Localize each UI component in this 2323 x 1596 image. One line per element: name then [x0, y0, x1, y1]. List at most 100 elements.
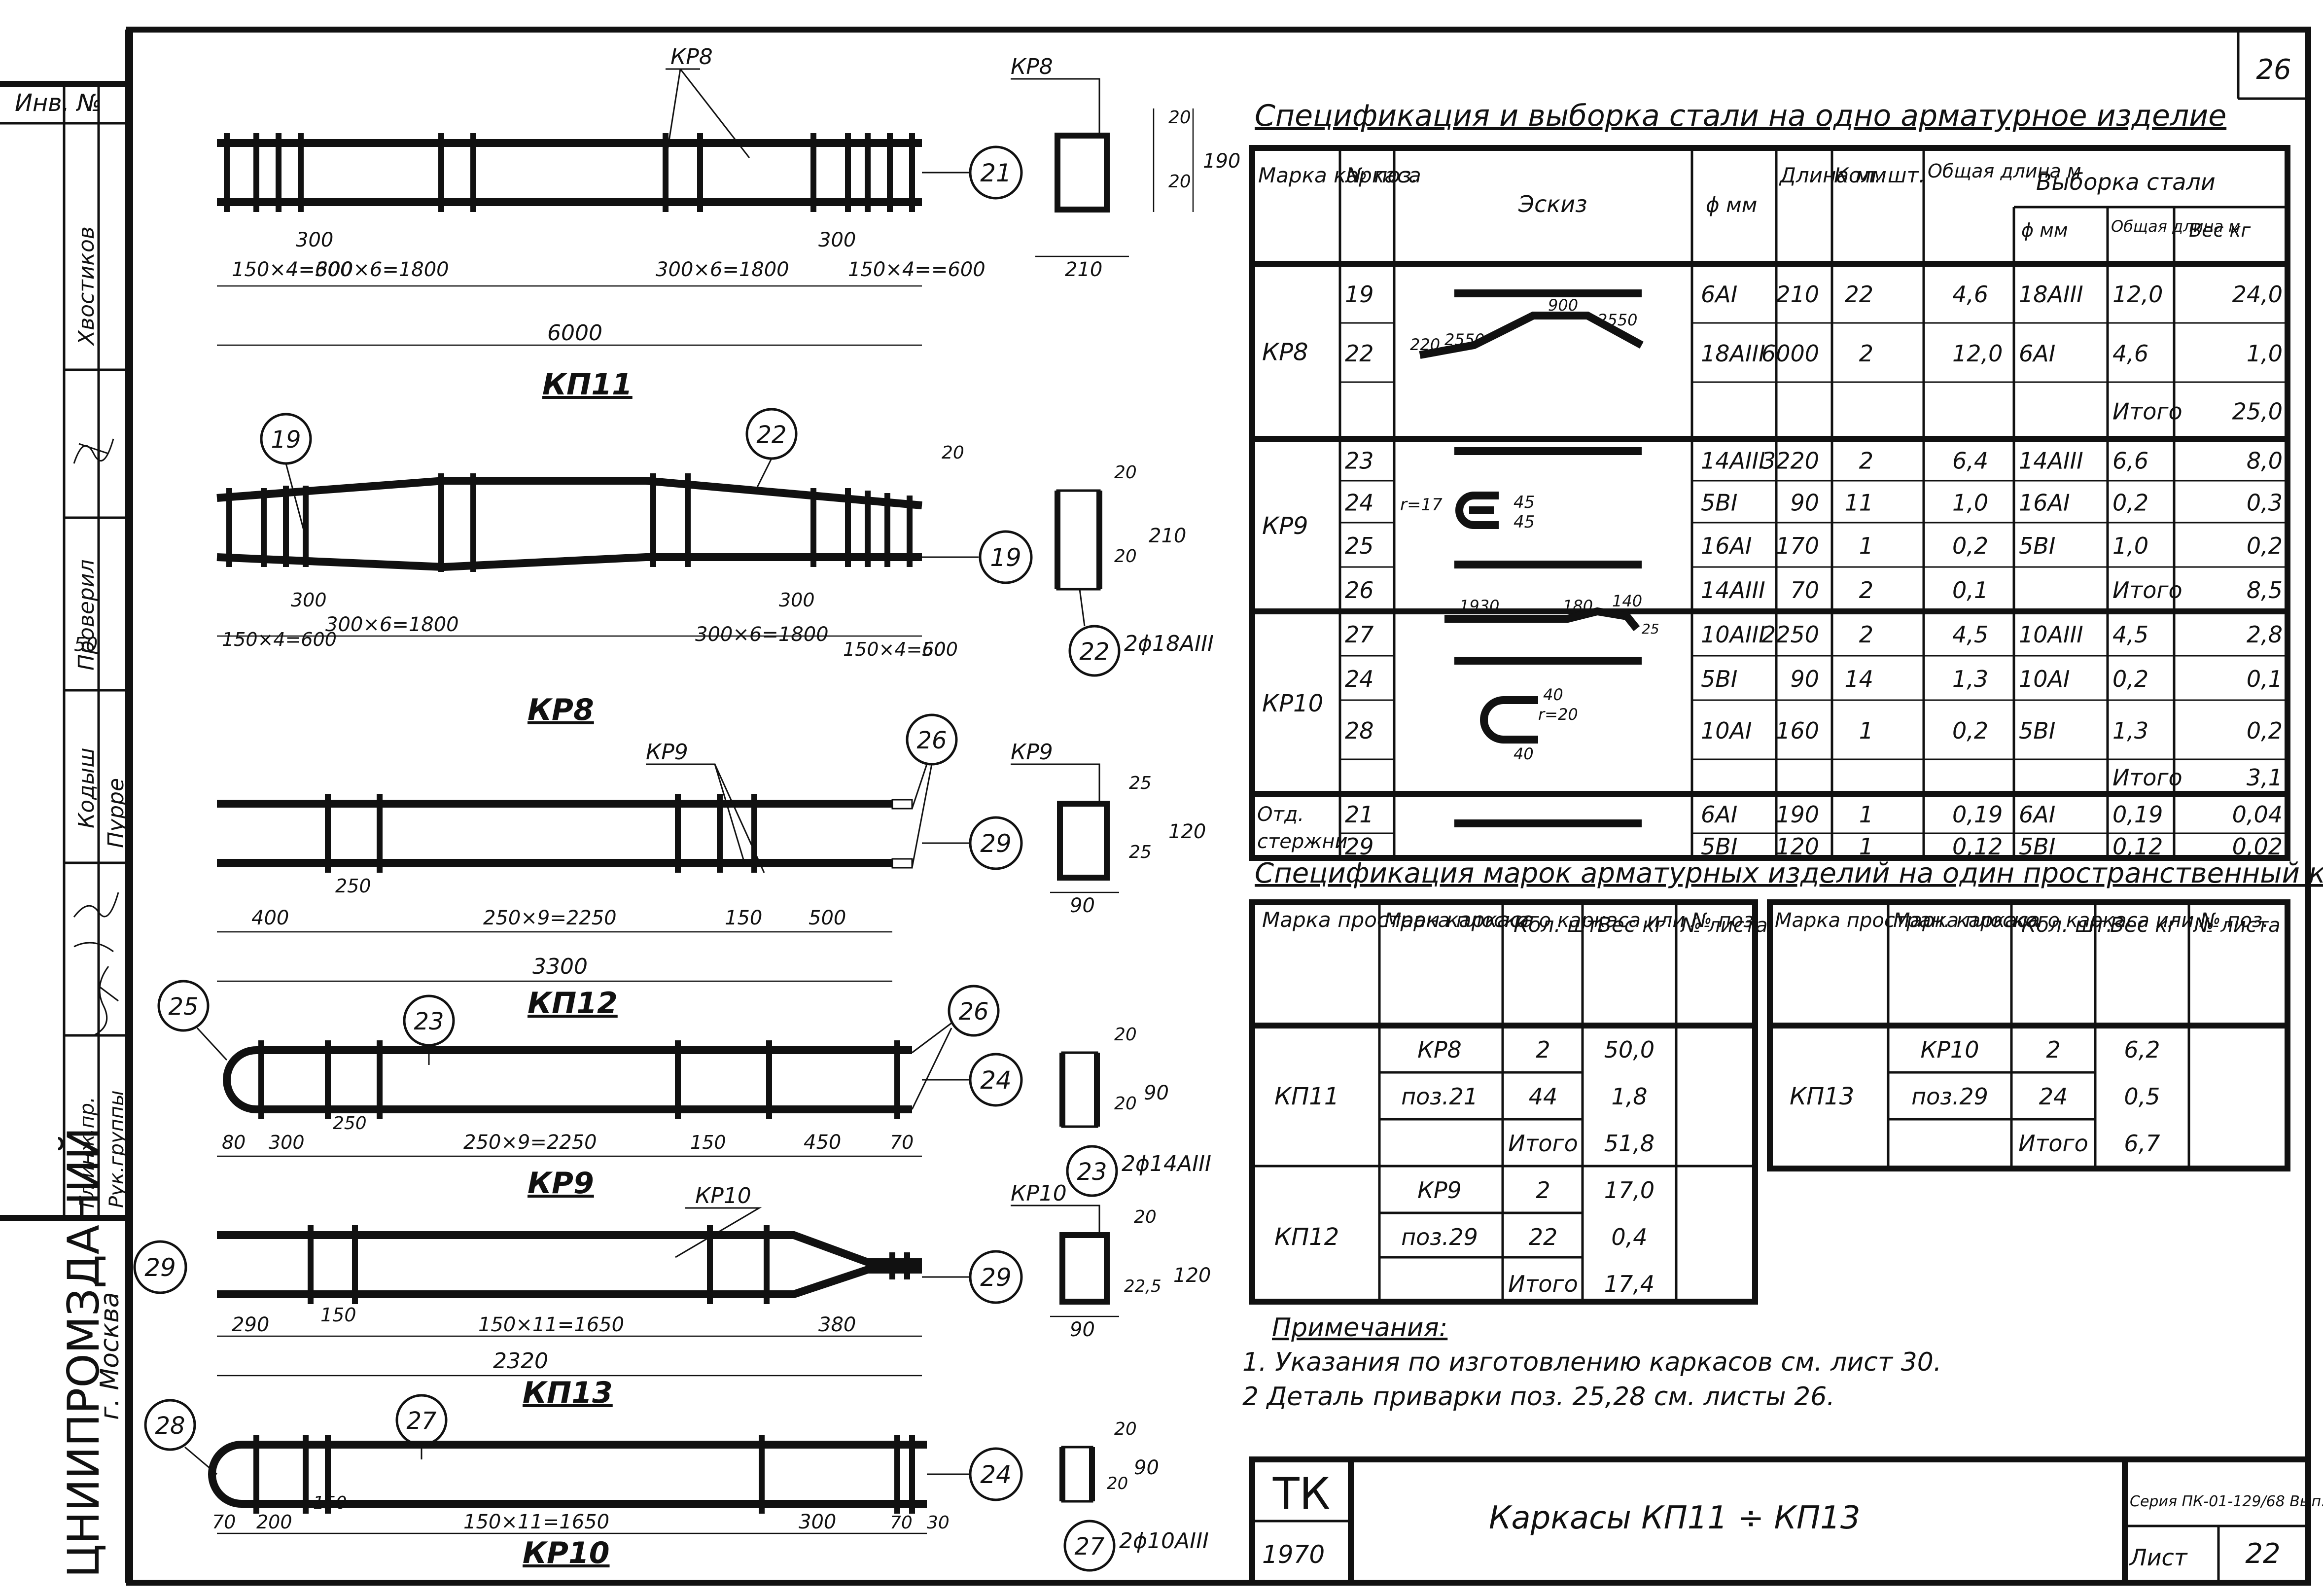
kp11-dim-1: 150×4=600: [232, 258, 352, 281]
kr10-title: КР10: [523, 1536, 610, 1570]
spec-cell-s-len: 1,0: [2112, 532, 2148, 559]
spec-cell-qty: 11: [1844, 490, 1873, 516]
kr9-pos-c: 26: [958, 998, 988, 1026]
marks-weight: 51,8: [1604, 1130, 1654, 1157]
marks-qty: 24: [2039, 1083, 2068, 1110]
marks-flat: КР10: [1921, 1036, 1979, 1063]
marks-weight: 50,0: [1604, 1036, 1654, 1063]
kr8-dim-7: 150×4=600: [843, 638, 958, 660]
spec-h-length: Длина мм: [1779, 163, 1887, 187]
sketch-kr10-hook-2: r=20: [1538, 705, 1578, 724]
spec-h-sel-dia: ϕ мм: [2021, 219, 2068, 241]
spec-cell-total: 12,0: [1952, 340, 2003, 367]
stamp-role-lead: Рук.группы: [106, 1090, 128, 1208]
spec-cell-pos: 26: [1345, 577, 1374, 603]
spec-cell-s-w: 3,1: [2247, 764, 2283, 791]
sheet-number-top-box: 26: [2237, 30, 2308, 100]
kr9-pos-b: 23: [414, 1008, 444, 1035]
kr8-sec-dim-2: 20: [1114, 546, 1137, 567]
kp11-dim-5: 300: [818, 229, 856, 251]
kp13-title: КП13: [523, 1376, 613, 1410]
spec-cell-len: 190: [1776, 801, 1819, 828]
spec-cell-qty: 1: [1859, 801, 1873, 828]
spec-h-sel-weight: Вес кг: [2189, 219, 2251, 241]
kr9-rebar: 2ϕ14AIII: [1122, 1151, 1211, 1176]
spec-cell-len: 90: [1790, 490, 1819, 516]
spec-cell-qty: 2: [1859, 577, 1873, 603]
marks-weight: 6,2: [2124, 1036, 2160, 1063]
kp13-pos-b: 29: [980, 1263, 1012, 1292]
kp12-dim-2: 250: [335, 875, 371, 897]
marks-spatial: КП12: [1274, 1223, 1339, 1251]
spec-title: Спецификация и выборка стали на одно арм…: [1255, 99, 2226, 133]
kr8-dim-1: 50: [74, 634, 98, 655]
marks-weight: 0,4: [1611, 1224, 1647, 1250]
spec-mark: КР8: [1262, 339, 1308, 366]
spec-h-total: Общая длина м: [1928, 160, 2081, 182]
marks-table: Марка простран каркаса Марка плоского ка…: [1249, 899, 2290, 1305]
spec-cell-pos: 28: [1345, 717, 1374, 744]
stamp-name-3: Пурре: [104, 778, 129, 848]
spec-cell-s-dia: 5BI: [2019, 717, 2055, 744]
note-1: 1. Указания по изготовлению каркасов см.…: [1242, 1348, 1941, 1377]
sheet-number-top: 26: [2256, 54, 2291, 86]
spec-cell-s-len: Итого: [2112, 577, 2182, 603]
kp11-sec-dim-4: 210: [1065, 258, 1102, 281]
notes-title: Примечания:: [1272, 1313, 1447, 1343]
spec-cell-len: 160: [1776, 717, 1819, 744]
marks-qty: Итого: [1508, 1130, 1578, 1157]
spec-mark: КР9: [1262, 512, 1308, 540]
spec-cell-s-dia: 10AIII: [2019, 621, 2083, 648]
spec-h-sel-len: Общая длина м: [2111, 217, 2240, 236]
kp13-dim-2: 150: [320, 1304, 356, 1326]
kp11-sec-tag: КР8: [1011, 54, 1053, 79]
spec-cell-dia: 14AIII: [1701, 577, 1765, 603]
kr10-pos-b: 27: [406, 1407, 437, 1435]
sketch-kr9: r=17 45 45: [1400, 447, 1642, 568]
sketch-kr10-dim-3: 140: [1612, 592, 1642, 610]
marks-flat: поз.29: [1911, 1083, 1988, 1110]
spec-cell-dia: 10AIII: [1701, 621, 1765, 648]
kr8-pos-c: 19: [990, 543, 1021, 572]
org-city: г. Москва: [95, 1292, 125, 1420]
sketch-kr10-dim-4: 25: [1642, 621, 1659, 637]
marks-weight: 17,4: [1604, 1271, 1654, 1297]
sketch-kr9-hook-2: 45: [1513, 512, 1535, 532]
kp12-sec-dim-1: 25: [1129, 773, 1152, 793]
marks-flat: поз.21: [1401, 1083, 1478, 1110]
stamp-role-chief: Гл.инж.пр.: [76, 1097, 99, 1208]
kr8-dim-3: 300: [291, 589, 327, 611]
drawing-kp13: 29 КР10 290 150 150×11=1650 380 2320 КП1…: [133, 1181, 1211, 1410]
kr10-dim-3: 150: [313, 1493, 347, 1513]
kp12-sec-dim-2: 25: [1129, 842, 1152, 862]
spec-h-qty: Кол. шт.: [1834, 163, 1925, 187]
kp12-tag: КР9: [646, 740, 688, 765]
marks-h-qty: Кол. шт.: [1513, 913, 1605, 937]
kr9-pos-e: 23: [1077, 1158, 1107, 1186]
sheet-number: 22: [2245, 1538, 2280, 1570]
kr10-pos-d: 27: [1074, 1533, 1105, 1561]
kr10-dim-5: 300: [799, 1511, 836, 1533]
marks-h-qty-2: Кол. шт.: [2021, 913, 2112, 937]
kr10-pos-a: 28: [155, 1412, 185, 1440]
kr9-sec-dim-3: 90: [1144, 1082, 1169, 1104]
kr9-dim-5: 150: [690, 1132, 726, 1153]
marks-weight: 1,8: [1611, 1083, 1647, 1110]
drawing-kr9: 25 23 26 80 300 250 250×9=2250 150 450 7…: [157, 980, 1211, 1201]
spec-cell-s-dia: 6AI: [2019, 801, 2055, 828]
spec-cell-dia: 10AI: [1701, 717, 1752, 744]
spec-cell-dia: 5BI: [1701, 666, 1737, 692]
sketch-kr10-hook-3: 40: [1513, 745, 1534, 763]
notes: Примечания: 1. Указания по изготовлению …: [1242, 1313, 1941, 1412]
spec-cell-s-w: 0,1: [2247, 666, 2283, 692]
marks-qty: Итого: [1508, 1271, 1578, 1297]
marks-flat: КР9: [1417, 1177, 1462, 1204]
title-block: ТК 1970 Каркасы КП11 ÷ КП13 Серия ПК-01-…: [1249, 1456, 2323, 1586]
spec-cell-s-w: 0,02: [2232, 833, 2283, 860]
kp11-sec-dim-3: 190: [1203, 150, 1240, 173]
kr9-sec-dim-2: 20: [1114, 1094, 1137, 1114]
kp13-sec-dim-4: 90: [1070, 1318, 1095, 1341]
kp11-sec-dim-1: 20: [1168, 107, 1191, 128]
spec-cell-s-len: 4,5: [2112, 621, 2148, 648]
